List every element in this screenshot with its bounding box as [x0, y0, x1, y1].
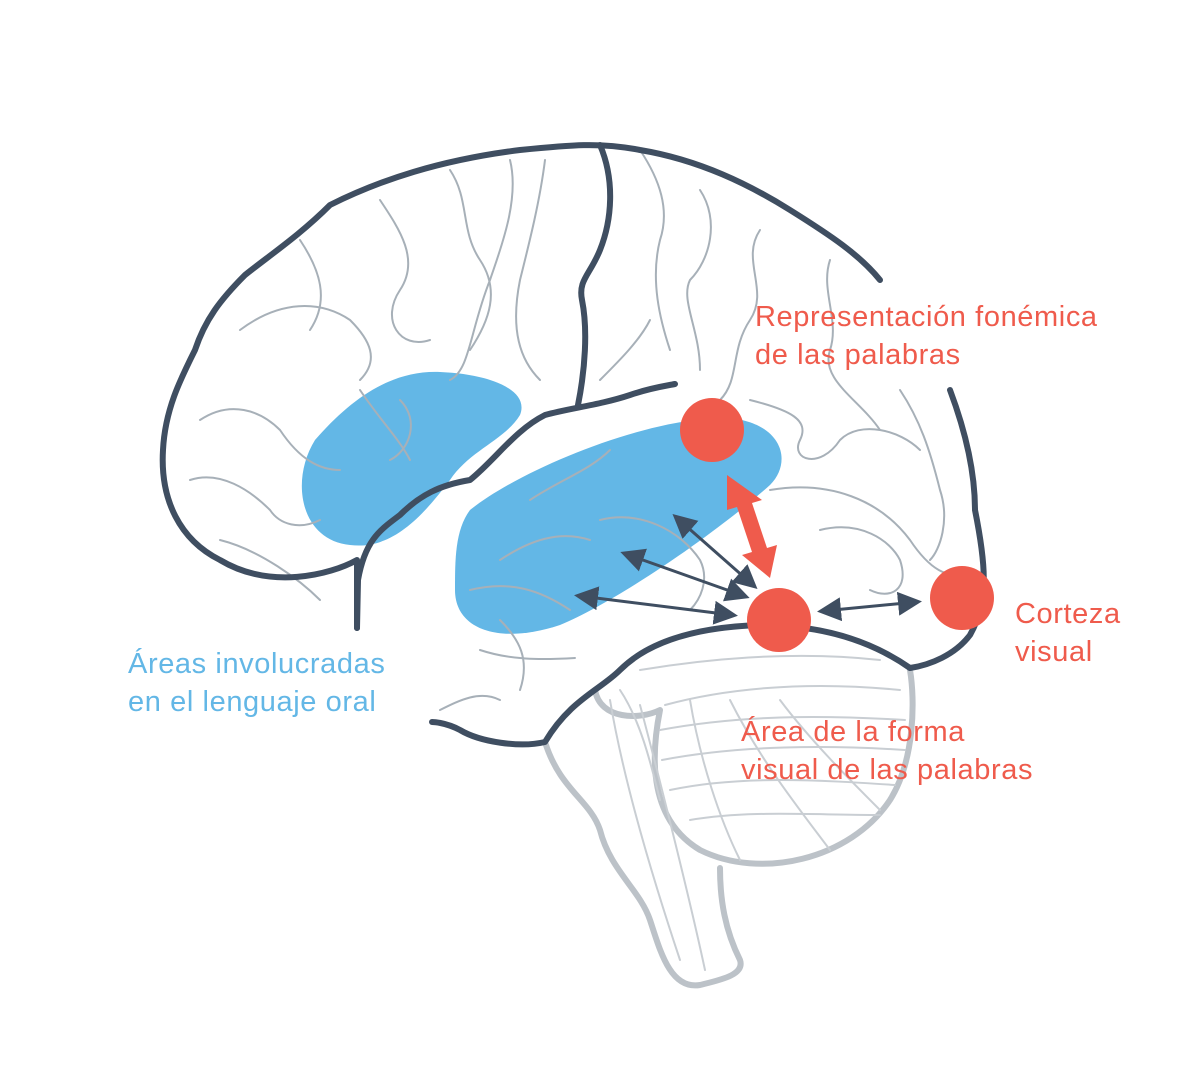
vwfa-label: Área de la forma visual de las palabras	[741, 713, 1033, 789]
phonemic-label-line1: Representación fonémica	[755, 301, 1098, 333]
vwfa-label-line2: visual de las palabras	[741, 754, 1034, 786]
visual-cortex-label-line1: Corteza	[1015, 598, 1121, 630]
frontal-language-area	[301, 371, 522, 546]
arrow-vwfa-visual-cortex	[817, 591, 922, 622]
phonemic-node	[680, 398, 744, 462]
brain-gyri	[189, 149, 961, 711]
brain-outline	[159, 142, 987, 748]
vwfa-label-line1: Área de la forma	[741, 716, 965, 748]
connection-arrows	[574, 514, 922, 625]
temporal-language-area	[455, 418, 782, 634]
phonemic-label: Representación fonémica de las palabras	[755, 298, 1098, 374]
vwfa-node	[747, 588, 811, 652]
visual-cortex-label: Corteza visual	[1015, 595, 1121, 671]
cerebellum-brainstem	[542, 654, 916, 989]
oral-language-label: Áreas involucradas en el lenguaje oral	[128, 645, 385, 721]
visual-cortex-label-line2: visual	[1015, 636, 1093, 668]
phonemic-label-line2: de las palabras	[755, 339, 961, 371]
visual-cortex-node	[930, 566, 994, 630]
oral-language-label-line2: en el lenguaje oral	[128, 686, 377, 718]
arrow-temporal-vwfa-3	[574, 586, 738, 625]
red-double-arrow	[727, 475, 777, 578]
oral-language-label-line1: Áreas involucradas	[128, 648, 386, 680]
